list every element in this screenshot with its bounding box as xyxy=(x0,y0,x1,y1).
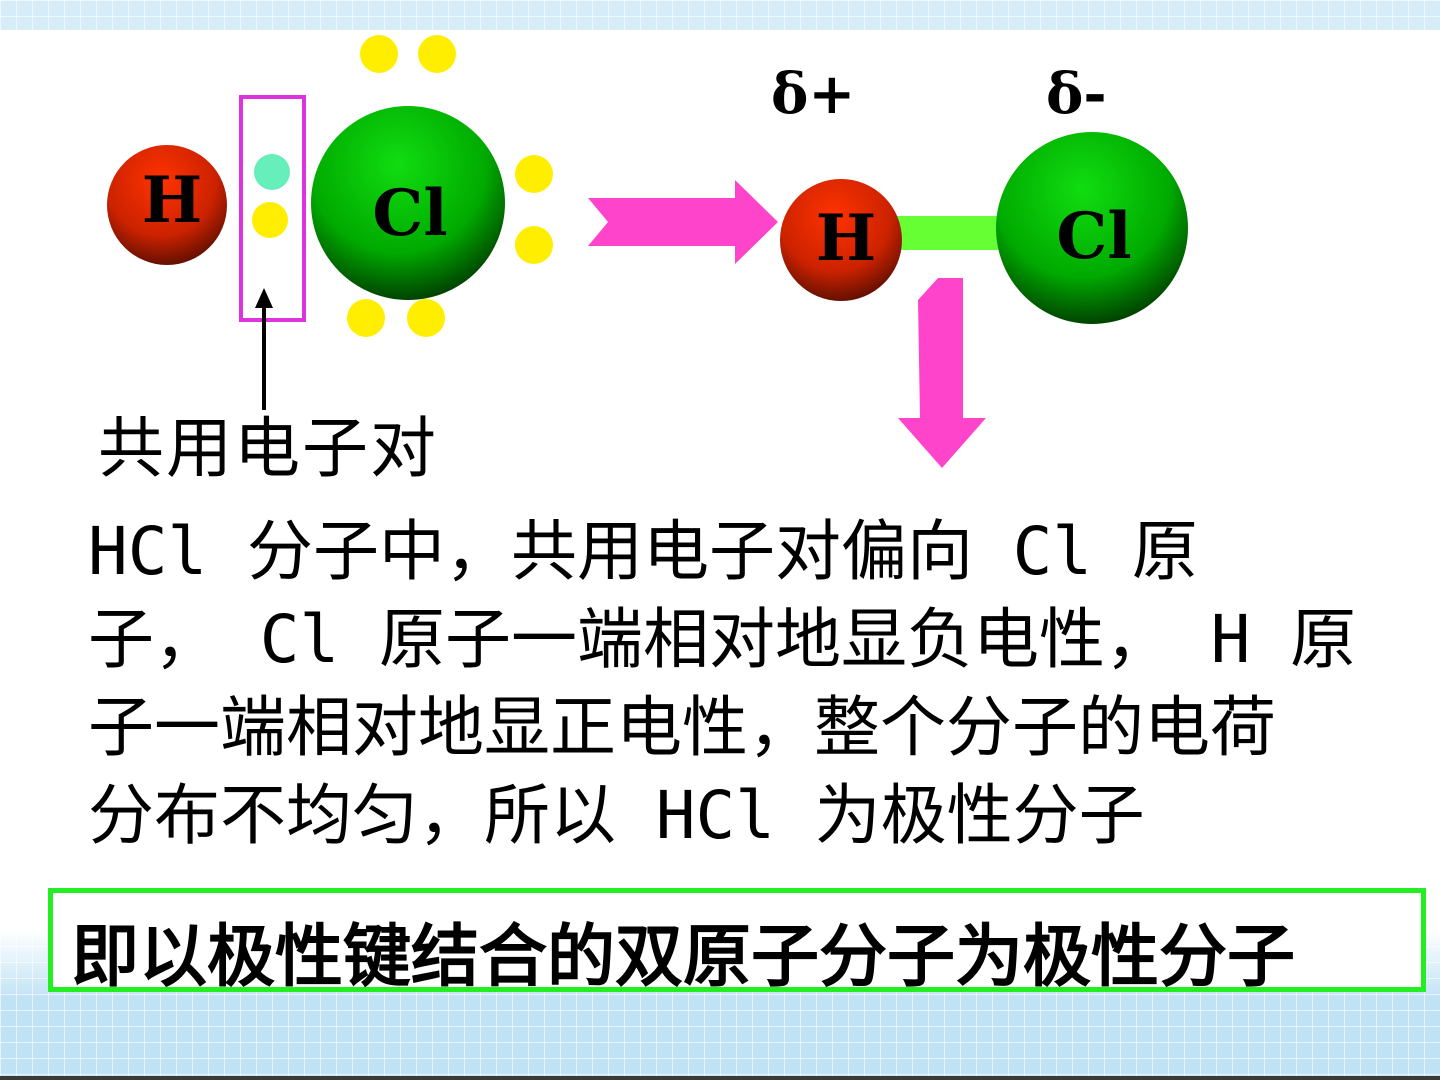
bond xyxy=(896,216,1004,250)
explanation-line: 子一端相对地显正电性，整个分子的电荷 xyxy=(88,689,1276,766)
lone-electron xyxy=(418,35,456,73)
right-arrow xyxy=(588,180,778,264)
lone-electron xyxy=(515,155,553,193)
explanation-line: HCl 分子中，共用电子对偏向 Cl 原 xyxy=(88,513,1198,590)
right-hydrogen-atom xyxy=(780,179,902,301)
explanation-line: 分布不均匀，所以 HCl 为极性分子 xyxy=(88,777,1145,854)
left-chlorine-atom xyxy=(311,106,505,300)
right-hydrogen-label: H xyxy=(816,201,876,276)
lone-electron xyxy=(360,35,398,73)
explanation-line: 子， Cl 原子一端相对地显负电性， H 原 xyxy=(88,601,1357,678)
delta-minus-label: δ- xyxy=(1046,61,1107,127)
pointer-arrowhead xyxy=(255,288,273,308)
shared-electron-cl xyxy=(252,202,288,238)
delta-plus-label: δ+ xyxy=(771,61,855,127)
down-arrow xyxy=(898,278,986,468)
bottom-edge xyxy=(0,1076,1440,1080)
left-hydrogen-atom xyxy=(107,145,227,265)
right-chlorine-label: Cl xyxy=(1056,199,1131,274)
conclusion-box: 即以极性键结合的双原子分子为极性分子 xyxy=(48,888,1426,997)
shared-electron-h xyxy=(254,154,290,190)
shared-pair-label: 共用电子对 xyxy=(98,410,438,487)
hcl-diagram: H Cl H Cl δ+ δ- xyxy=(107,35,1188,468)
lone-electron xyxy=(347,299,385,337)
explanation-text: HCl 分子中，共用电子对偏向 Cl 原 子， Cl 原子一端相对地显负电性， … xyxy=(88,508,1418,860)
conclusion-text: 即以极性键结合的双原子分子为极性分子 xyxy=(71,918,1296,997)
left-chlorine-label: Cl xyxy=(372,176,447,251)
shared-pair-box xyxy=(239,95,306,322)
right-chlorine-atom xyxy=(996,132,1188,324)
left-hydrogen-label: H xyxy=(142,163,202,238)
lone-electron xyxy=(407,299,445,337)
background-top-band xyxy=(0,0,1440,30)
lone-electron xyxy=(515,226,553,264)
